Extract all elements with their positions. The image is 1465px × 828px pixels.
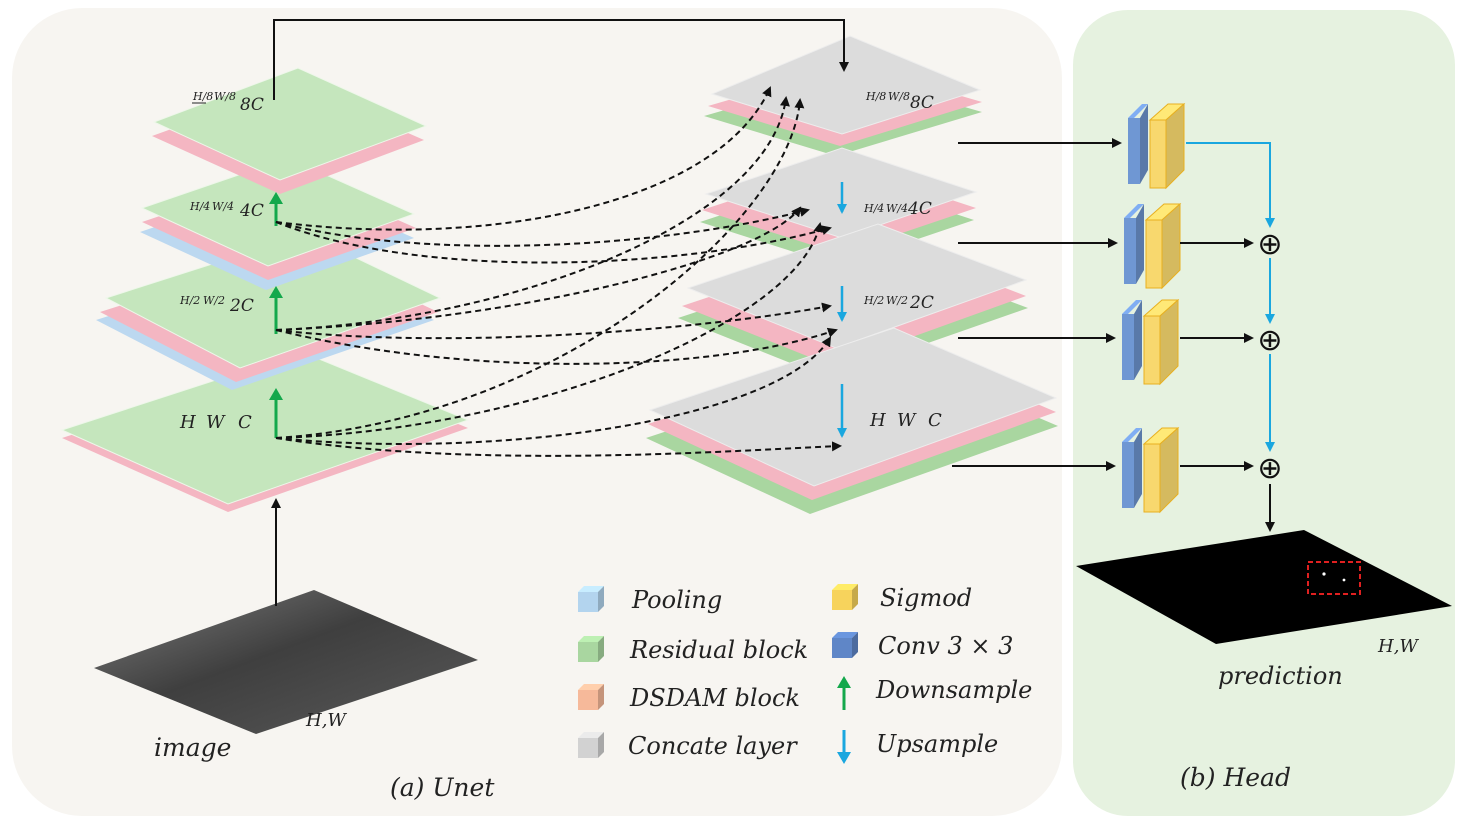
top-skip-connection xyxy=(273,19,849,100)
svg-text:C: C xyxy=(238,412,252,433)
head-block-4 xyxy=(1122,426,1180,514)
svg-text:⊕: ⊕ xyxy=(1257,451,1282,486)
legend-item-5: Sigmod xyxy=(832,584,972,612)
legend-label: Concate layer xyxy=(628,732,798,760)
decoder-label-8c: H/8 W/8 8C xyxy=(865,90,934,113)
svg-text:H/8: H/8 xyxy=(192,90,213,103)
encoder-label-level-4: H/8 W/8 8C xyxy=(192,90,264,115)
input-image xyxy=(94,590,478,734)
unet-caption: (a) Unet xyxy=(390,773,495,802)
downsample-arrows xyxy=(269,192,283,438)
decoder-level-c xyxy=(646,327,1058,514)
prediction-map xyxy=(1076,530,1452,644)
decoder-label-c: H W C xyxy=(869,410,942,431)
prediction-label: prediction xyxy=(1218,662,1343,690)
svg-text:4C: 4C xyxy=(239,201,264,221)
svg-text:C: C xyxy=(928,410,942,431)
svg-text:W/8: W/8 xyxy=(888,90,910,103)
svg-text:H: H xyxy=(869,410,886,431)
head-caption: (b) Head xyxy=(1180,763,1291,792)
decoder-level-2c xyxy=(678,223,1028,378)
encoder-label-level-1: H W C xyxy=(179,412,252,433)
svg-text:W/4: W/4 xyxy=(886,202,908,215)
head-block-2 xyxy=(1124,202,1182,290)
legend-item-7: Downsample xyxy=(837,676,1032,710)
svg-text:H/8: H/8 xyxy=(865,90,886,103)
encoder-level-4 xyxy=(152,67,428,194)
svg-text:8C: 8C xyxy=(240,95,264,115)
legend-label: Upsample xyxy=(876,730,998,758)
legend-item-1: Pooling xyxy=(578,586,722,614)
svg-text:⊕: ⊕ xyxy=(1257,227,1282,262)
encoder-level-2 xyxy=(96,233,442,390)
svg-text:H/2: H/2 xyxy=(179,294,200,307)
legend-item-6: Conv 3 × 3 xyxy=(832,632,1013,660)
svg-text:H/2: H/2 xyxy=(863,294,884,307)
legend-label: DSDAM block xyxy=(629,684,800,712)
legend-label: Sigmod xyxy=(880,584,972,612)
svg-text:W: W xyxy=(206,412,226,433)
svg-text:W: W xyxy=(897,410,917,431)
legend-item-3: DSDAM block xyxy=(578,684,800,712)
encoder-label-level-2: H/2 W/2 2C xyxy=(179,294,254,316)
prediction-size-label: H,W xyxy=(1377,636,1419,657)
legend-label: Downsample xyxy=(875,676,1032,704)
decoder-label-2c: H/2 W/2 2C xyxy=(863,293,934,313)
svg-text:2C: 2C xyxy=(909,293,934,313)
head-flow xyxy=(1180,142,1275,532)
legend-label: Conv 3 × 3 xyxy=(878,632,1013,660)
svg-text:H/4: H/4 xyxy=(863,202,884,215)
svg-text:W/4: W/4 xyxy=(212,200,234,213)
legend-item-4: Concate layer xyxy=(578,732,798,760)
svg-text:H: H xyxy=(179,412,196,433)
input-size-label: H,W xyxy=(305,710,347,731)
svg-text:2C: 2C xyxy=(229,296,254,316)
svg-text:W/2: W/2 xyxy=(203,294,225,307)
svg-text:W/8: W/8 xyxy=(214,90,236,103)
head-block-3 xyxy=(1122,298,1180,386)
svg-text:4C: 4C xyxy=(907,199,932,219)
detection-box xyxy=(1307,561,1361,595)
legend-label: Pooling xyxy=(631,586,722,614)
head-block-1 xyxy=(1128,102,1186,190)
dense-skip-connections xyxy=(275,86,842,457)
decoder-to-head-arrows xyxy=(952,138,1122,471)
svg-text:8C: 8C xyxy=(910,93,934,113)
encoder-label-level-3: H/4 W/4 4C xyxy=(189,200,264,221)
encoder-level-3 xyxy=(140,157,416,290)
decoder-label-4c: H/4 W/4 4C xyxy=(863,199,932,219)
svg-text:H/4: H/4 xyxy=(189,200,210,213)
svg-text:⊕: ⊕ xyxy=(1257,323,1282,358)
input-image-label: image xyxy=(154,733,231,762)
legend-label: Residual block xyxy=(629,636,808,664)
svg-text:W/2: W/2 xyxy=(886,294,908,307)
sum-nodes: ⊕ ⊕ ⊕ xyxy=(1257,227,1282,486)
head-blocks xyxy=(1122,102,1186,514)
legend-item-2: Residual block xyxy=(578,636,808,664)
legend-item-8: Upsample xyxy=(837,730,998,764)
